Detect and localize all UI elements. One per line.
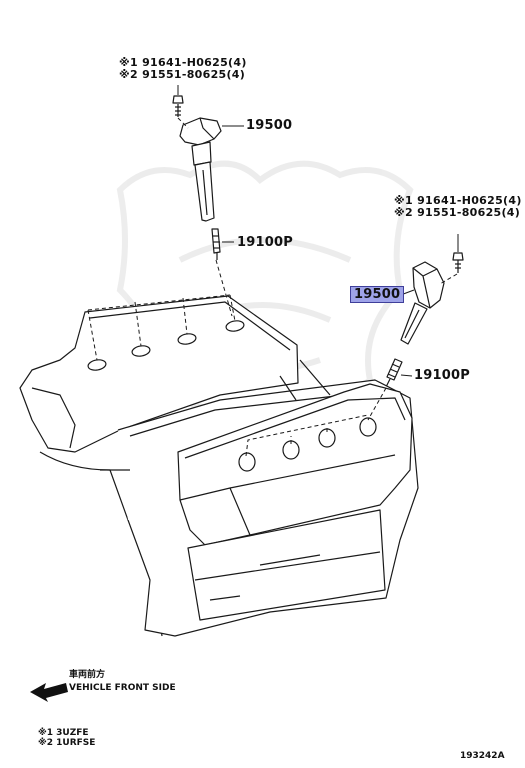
coil-right-part-number-highlighted[interactable]: 19500: [350, 286, 405, 303]
direction-english: VEHICLE FRONT SIDE: [69, 683, 176, 693]
engine-notes: ※1 3UZFE ※2 1URFSE: [38, 728, 95, 748]
alignment-dashed-lines: [87, 117, 458, 457]
plug-holes-right: [238, 417, 377, 472]
note-1: ※1 3UZFE: [38, 728, 89, 738]
bolt-right-ref-1: ※1 91641-H0625(4): [394, 194, 522, 207]
bolt-top-ref-1: ※1 91641-H0625(4): [119, 56, 247, 69]
spark-plug-right: [385, 358, 403, 388]
plug-holes-left: [87, 320, 245, 371]
bolt-top-ref-2: ※2 91551-80625(4): [119, 68, 246, 81]
bolt-right-ref-2: ※2 91551-80625(4): [394, 206, 521, 219]
bolt-top-label: ※1 91641-H0625(4) ※2 91551-80625(4): [119, 57, 247, 81]
bolt-right: [452, 252, 464, 273]
bolt-right-label: ※1 91641-H0625(4) ※2 91551-80625(4): [394, 195, 522, 219]
diagram-id: 193242A: [460, 751, 505, 761]
direction-japanese: 車両前方: [69, 670, 106, 680]
bolt-top: [172, 95, 184, 117]
engine-block: [19, 295, 419, 637]
note-2: ※2 1URFSE: [38, 738, 96, 748]
spark-plug-top: [211, 228, 221, 260]
spark-plug-right-part-number[interactable]: 19100P: [414, 368, 470, 383]
coil-top-part-number[interactable]: 19500: [246, 118, 293, 133]
ignition-coil-top: [179, 117, 222, 222]
ignition-coil-right: [400, 261, 445, 345]
spark-plug-top-part-number[interactable]: 19100P: [237, 235, 293, 250]
front-arrow-icon: [30, 683, 68, 702]
